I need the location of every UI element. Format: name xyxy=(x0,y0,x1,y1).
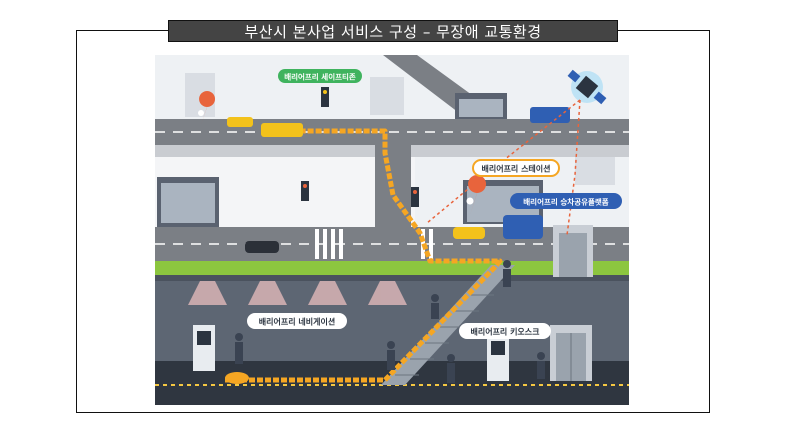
blue-bus-top xyxy=(530,107,570,123)
dark-car xyxy=(245,241,279,253)
label-kiosk-text: 배리어프리 키오스크 xyxy=(470,327,540,337)
page-title: 부산시 본사업 서비스 구성 – 무장애 교통환경 xyxy=(168,20,618,42)
label-kiosk: 배리어프리 키오스크 xyxy=(459,323,551,339)
yellow-taxi xyxy=(453,227,485,239)
bus-shelter-top xyxy=(455,93,507,119)
yellow-taxi xyxy=(227,117,253,127)
page-title-text: 부산시 본사업 서비스 구성 – 무장애 교통환경 xyxy=(244,22,542,41)
barrier-free-route xyxy=(225,128,503,383)
label-navigation: 배리어프리 네비게이션 xyxy=(247,313,347,329)
label-ride-share-text: 배리어프리 승차공유플랫폼 xyxy=(523,197,609,207)
bus-shelter-left xyxy=(157,177,219,227)
label-station: 배리어프리 스테이션 xyxy=(472,159,560,177)
location-pin-icon xyxy=(198,91,216,125)
satellite-icon xyxy=(567,69,607,105)
traffic-light-icon xyxy=(321,87,329,107)
traffic-light-icon xyxy=(301,181,309,201)
kiosk-icon xyxy=(193,325,215,371)
label-safety-zone-text: 배리어프리 세이프티존 xyxy=(284,72,356,82)
location-pin-icon xyxy=(466,175,487,215)
label-ride-share: 배리어프리 승차공유플랫폼 xyxy=(510,193,622,209)
traffic-light-icon xyxy=(411,187,419,207)
route-start-marker xyxy=(225,372,249,384)
label-navigation-text: 배리어프리 네비게이션 xyxy=(259,317,335,327)
blue-van xyxy=(503,215,543,239)
barrier-free-illustration: 배리어프리 세이프티존 배리어프리 스테이션 배리어프리 승차공유플랫폼 배리어… xyxy=(155,55,629,405)
label-safety-zone: 배리어프리 세이프티존 xyxy=(278,69,362,83)
label-station-text: 배리어프리 스테이션 xyxy=(481,164,550,174)
elevator-icon xyxy=(550,325,592,381)
kiosk-icon xyxy=(487,335,509,381)
yellow-bus xyxy=(261,123,303,137)
